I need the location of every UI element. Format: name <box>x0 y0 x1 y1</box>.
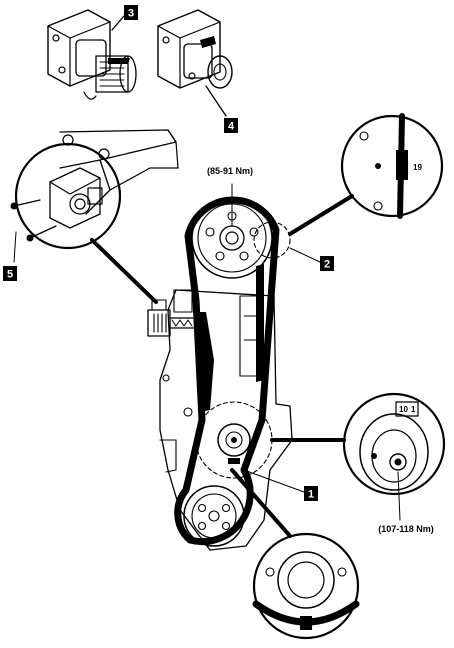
fixed-guide <box>256 264 264 382</box>
callout-5-label: 5 <box>7 269 13 281</box>
cam-mark-magnifier: 19 <box>340 113 444 219</box>
tensioner-locked-illustration <box>157 9 233 117</box>
pulley-mark-a: 10 <box>399 405 408 414</box>
camshaft-torque-label: (85-91 Nm) <box>207 166 253 176</box>
timing-chain <box>174 196 280 546</box>
crankshaft-torque: (107-118 Nm) <box>378 524 434 534</box>
leader-1 <box>243 469 305 493</box>
callout-4-label: 4 <box>228 121 235 133</box>
leader-2 <box>289 247 321 263</box>
crank-mark-magnifier <box>252 532 360 640</box>
callout-1: 1 <box>304 486 318 501</box>
tensioner-install-detail <box>10 142 122 263</box>
leader-5 <box>90 238 158 304</box>
callout-2: 2 <box>320 256 334 271</box>
cam-mark-detail-circle <box>253 221 291 259</box>
camshaft-torque: (85-91 Nm) <box>207 166 253 176</box>
leader-cam-mark <box>288 194 354 236</box>
crank-pulley-magnifier: 10 1 <box>342 392 446 521</box>
cam-mark-number: 19 <box>413 163 422 172</box>
oil-pump-sprocket <box>183 485 245 547</box>
callout-3-label: 3 <box>128 8 134 20</box>
pulley-mark-b: 1 <box>411 405 416 414</box>
leader-crank-mark <box>230 468 292 538</box>
tensioner-unlocked-illustration <box>47 9 137 100</box>
camshaft-sprocket <box>191 183 273 279</box>
crankshaft-torque-label: (107-118 Nm) <box>378 524 434 534</box>
callout-1-label: 1 <box>308 489 314 501</box>
callout-4: 4 <box>224 118 238 133</box>
callout-3: 3 <box>124 5 138 20</box>
callout-5: 5 <box>3 266 17 281</box>
callout-2-label: 2 <box>324 259 330 271</box>
chain-tensioner <box>147 299 197 337</box>
